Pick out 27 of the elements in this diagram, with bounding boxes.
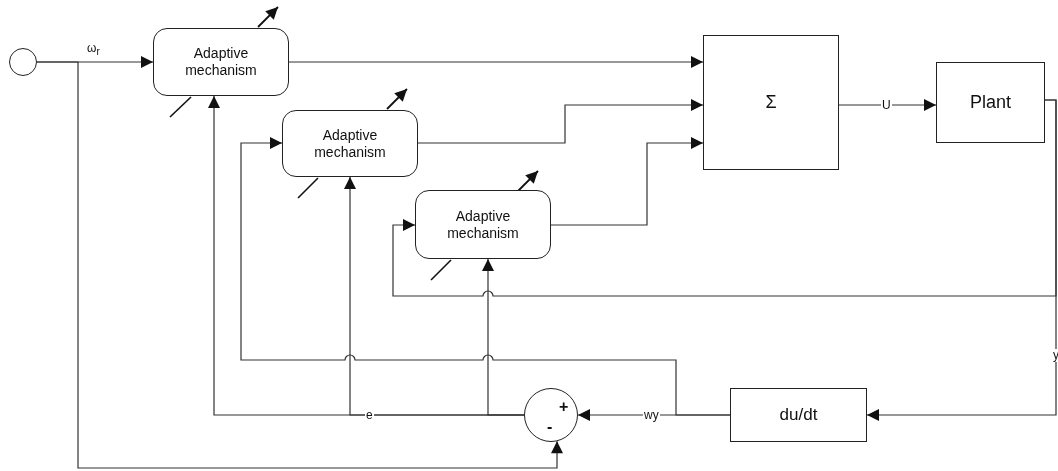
process-box [282, 110, 418, 177]
arrow [417, 99, 704, 144]
arrow [288, 56, 704, 68]
node-label: Plant [970, 91, 1011, 114]
summation-box [703, 35, 839, 170]
arrow [36, 61, 563, 469]
sign-label: + [559, 397, 569, 417]
source-circle [9, 48, 37, 76]
node-label: Adaptive mechanism [446, 207, 520, 242]
arrow [240, 137, 731, 416]
edge-label: e [365, 409, 374, 422]
edge-label: U [881, 99, 892, 112]
node-label: du/dt [779, 404, 818, 426]
node-label: Adaptive mechanism [313, 126, 387, 161]
arrow [838, 99, 937, 111]
process-box [153, 28, 289, 96]
process-box [936, 62, 1045, 143]
arrow [550, 137, 704, 226]
edge-label: wy [643, 409, 660, 422]
process-box [730, 388, 867, 442]
arrow [482, 258, 525, 416]
summing-junction [524, 388, 578, 442]
node-label: Σ [765, 91, 777, 114]
process-box [415, 190, 551, 259]
node-label: Adaptive mechanism [184, 45, 258, 79]
arrow [392, 99, 1057, 297]
sign-label: - [547, 417, 553, 437]
